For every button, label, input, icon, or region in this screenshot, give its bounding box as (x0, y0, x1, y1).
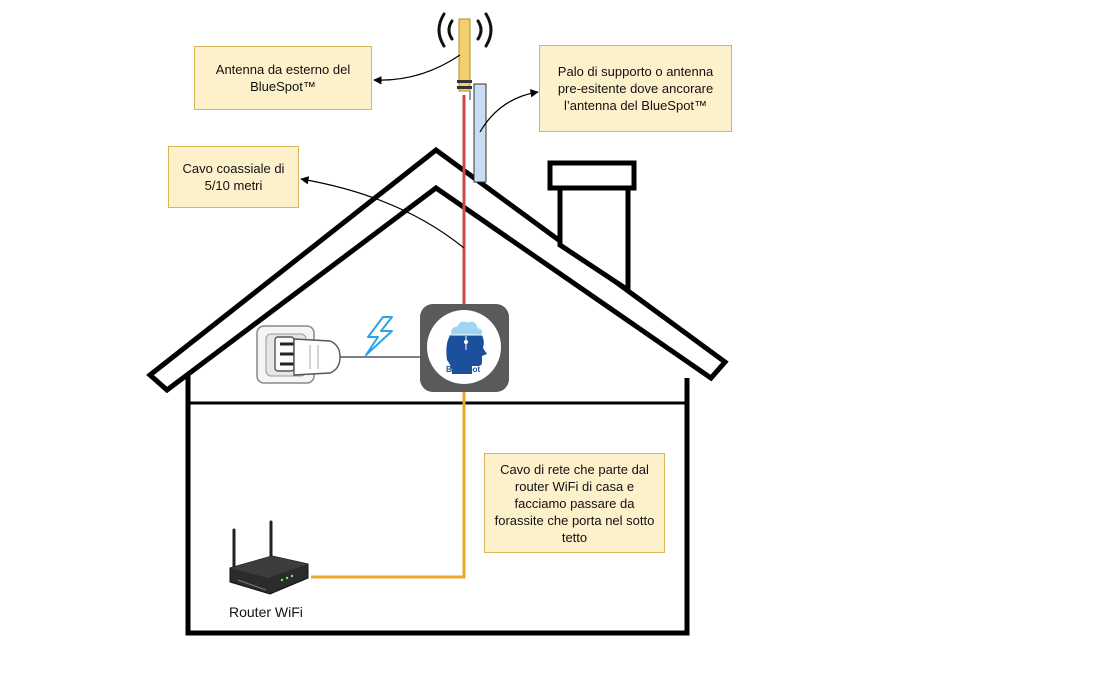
house-walls (185, 375, 690, 636)
arrow-coax-note (300, 176, 465, 249)
lightning-bolt-icon (365, 316, 393, 356)
wifi-signal-icon (437, 12, 493, 48)
house-roof (146, 146, 729, 394)
router-label: Router WiFi (229, 604, 303, 620)
bluespot-device-icon: Bluespot ® (420, 304, 509, 392)
network-cable (311, 392, 466, 579)
power-plug-icon (274, 336, 341, 376)
note-outdoor-antenna: Antenna da esterno del BlueSpot™ (194, 46, 372, 110)
note-coax-cable: Cavo coassiale di 5/10 metri (168, 146, 299, 208)
router-icon (229, 520, 309, 595)
support-pole (473, 83, 487, 183)
arrow-antenna-note (373, 54, 461, 85)
note-network-cable: Cavo di rete che parte dal router WiFi d… (484, 453, 665, 553)
chimney (547, 160, 637, 295)
registered-mark: ® (477, 322, 485, 333)
note-support-pole: Palo di supporto o antenna pre-esitente … (539, 45, 732, 132)
arrow-pole-note (479, 89, 539, 133)
bluespot-logo-text: Bluespot (446, 365, 481, 374)
